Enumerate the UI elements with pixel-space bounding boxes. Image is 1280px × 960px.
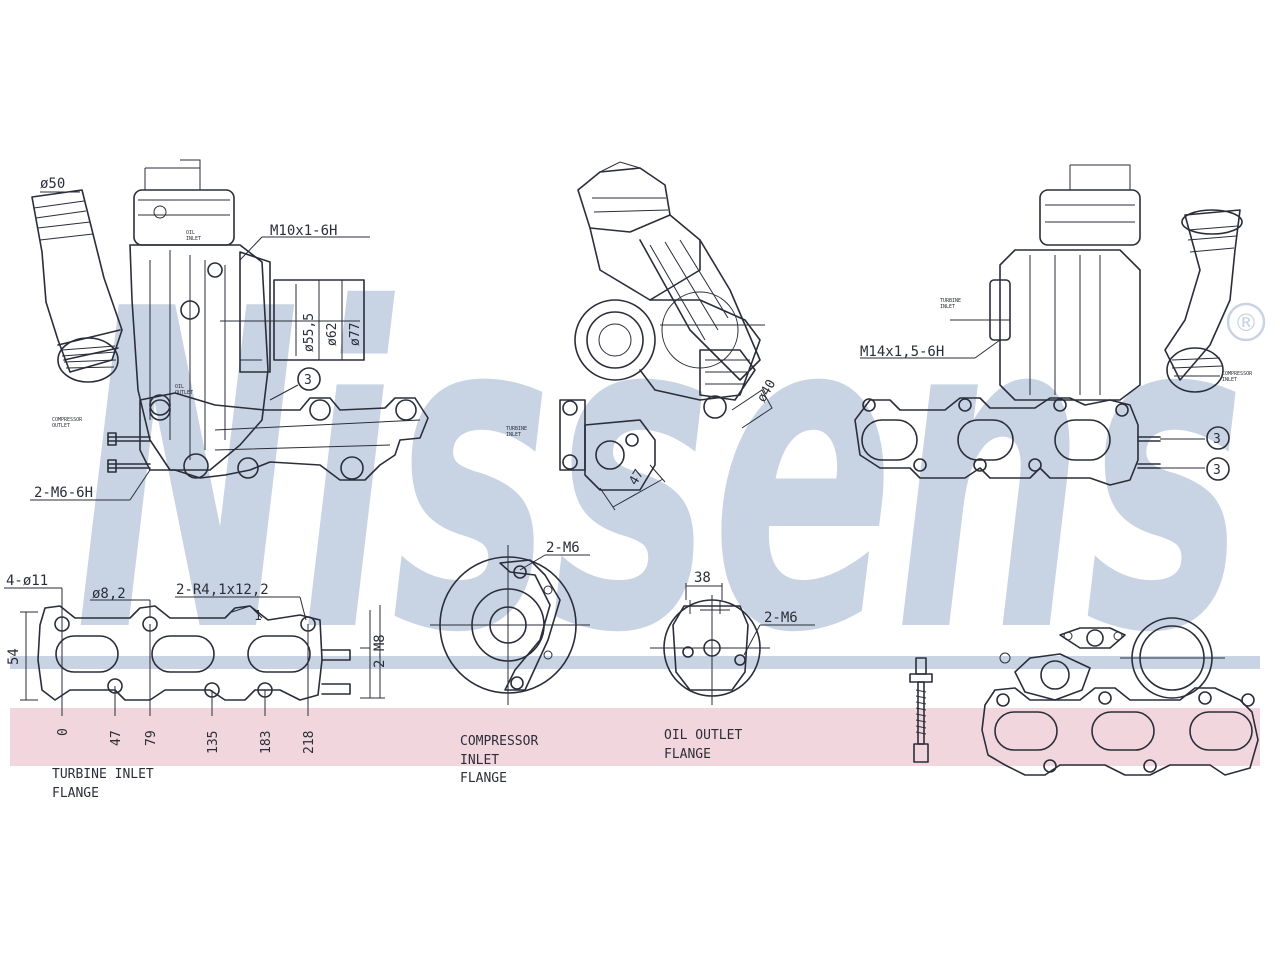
turbine-inlet-flange-drawing: 4-ø11 ø8,2 2-R4,1x12,2 1 54 2-M8 0 47 79… bbox=[4, 573, 388, 801]
stud-bolt-drawing bbox=[909, 657, 933, 763]
compressor-bolts-label: 2-M6 bbox=[546, 540, 580, 556]
svg-text:OIL: OIL bbox=[175, 384, 184, 390]
pos-218-label: 218 bbox=[302, 731, 317, 754]
diameter-55-label: ø55,5 bbox=[302, 313, 317, 352]
studs-m6-label: 2-M6-6H bbox=[34, 485, 93, 501]
compressor-inlet-flange-drawing: 2-M6 COMPRESSOR INLET FLANGE bbox=[430, 540, 590, 786]
callout-3a-label: 3 bbox=[1213, 432, 1221, 447]
holes-11-label: 4-ø11 bbox=[6, 573, 48, 589]
outlet-diameter-label: ø50 bbox=[40, 176, 65, 192]
svg-text:COMPRESSOR: COMPRESSOR bbox=[1222, 371, 1253, 377]
pos-47-label: 47 bbox=[109, 730, 124, 746]
svg-text:INLET: INLET bbox=[1222, 377, 1237, 383]
svg-text:OUTLET: OUTLET bbox=[52, 423, 70, 429]
svg-text:INLET: INLET bbox=[186, 236, 201, 242]
svg-text:COMPRESSOR: COMPRESSOR bbox=[52, 417, 83, 423]
dim-47-label: 47 bbox=[626, 467, 647, 488]
callout-3-label: 3 bbox=[304, 373, 312, 388]
pos-135-label: 135 bbox=[206, 731, 221, 754]
pos-183-label: 183 bbox=[259, 731, 274, 754]
turbine-inlet-label-line1: TURBINE INLET bbox=[52, 767, 154, 782]
studs-m8-label: 2-M8 bbox=[372, 634, 388, 668]
registered-mark: ® bbox=[1234, 309, 1258, 337]
oil-outlet-flange-drawing: 38 2-M6 OIL OUTLET FLANGE bbox=[650, 570, 815, 762]
diameter-62-label: ø62 bbox=[325, 323, 340, 346]
pos-79-label: 79 bbox=[144, 730, 159, 746]
slots-label: 2-R4,1x12,2 bbox=[176, 582, 269, 598]
flange-position-ticks: 0 47 79 135 183 218 bbox=[56, 728, 317, 754]
turbo-rear-view: TURBINE INLET COMPRESSOR INLET M14x1,5-6… bbox=[854, 164, 1253, 486]
svg-text:OUTLET: OUTLET bbox=[175, 390, 193, 396]
svg-text:TURBINE: TURBINE bbox=[940, 298, 961, 304]
turbine-inlet-label-line2: FLANGE bbox=[52, 786, 99, 801]
svg-text:INLET: INLET bbox=[506, 432, 521, 438]
registered-mark-ring bbox=[1226, 302, 1266, 342]
height-54-label: 54 bbox=[6, 648, 22, 665]
pos-0-label: 0 bbox=[56, 728, 71, 736]
compressor-label-line3: FLANGE bbox=[460, 771, 507, 786]
diameter-77-label: ø77 bbox=[348, 323, 363, 346]
oil-outlet-label-line1: OIL OUTLET bbox=[664, 728, 742, 743]
oil-width-38-label: 38 bbox=[694, 570, 711, 586]
oil-thread-m14-label: M14x1,5-6H bbox=[860, 344, 944, 360]
compressor-label-line1: COMPRESSOR bbox=[460, 734, 538, 749]
turbo-side-view: COMPRESSOR OUTLET OIL OUTLET OIL INLET ø… bbox=[30, 159, 429, 501]
compressor-label-line2: INLET bbox=[460, 753, 499, 768]
oil-outlet-label-line2: FLANGE bbox=[664, 747, 711, 762]
gasket-kit-drawing bbox=[981, 617, 1259, 776]
arrow-1-label: 1 bbox=[254, 609, 262, 624]
callout-3b-label: 3 bbox=[1213, 463, 1221, 478]
hole-dia-8-label: ø8,2 bbox=[92, 586, 126, 602]
svg-text:TURBINE: TURBINE bbox=[506, 426, 527, 432]
svg-text:INLET: INLET bbox=[940, 304, 955, 310]
oil-bolts-label: 2-M6 bbox=[764, 610, 798, 626]
oil-inlet-thread-label: M10x1-6H bbox=[270, 223, 337, 239]
svg-text:OIL: OIL bbox=[186, 230, 195, 236]
